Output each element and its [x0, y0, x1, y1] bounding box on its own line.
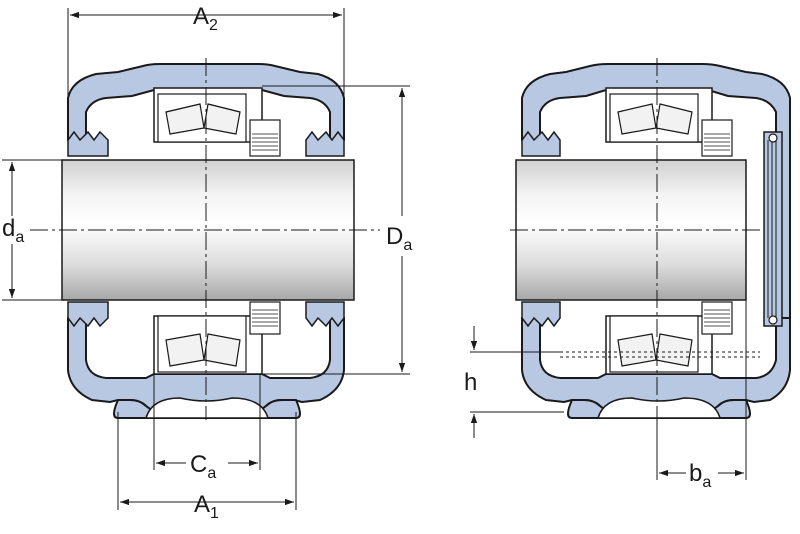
left-housing-upper: [67, 63, 345, 141]
right-foot-notch: [596, 397, 722, 419]
h-label: h: [464, 369, 477, 396]
right-seal-tl: [521, 130, 561, 157]
left-seal-br: [305, 301, 345, 328]
right-bearing-lower: [609, 301, 733, 373]
right-seal-bl: [521, 301, 561, 328]
left-seal-bl: [67, 301, 109, 328]
da-label: da: [2, 215, 24, 246]
right-housing-upper: [521, 63, 791, 319]
left-bearing-lower: [157, 301, 281, 373]
ba-label: ba: [689, 460, 711, 491]
left-seal-tr: [305, 130, 345, 157]
right-view: h ba: [464, 58, 791, 491]
left-seal-tl: [67, 130, 109, 157]
right-bearing-upper: [609, 93, 733, 157]
ca-label: Ca: [190, 451, 216, 482]
left-bearing-upper: [157, 93, 281, 157]
Da-label: Da: [386, 223, 412, 254]
right-end-cover: [763, 131, 783, 327]
left-foot-notch: [144, 397, 270, 419]
left-view: A2 da Da A1 Ca: [2, 3, 412, 522]
a1-label: A1: [194, 491, 219, 522]
a2-label: A2: [193, 3, 218, 34]
